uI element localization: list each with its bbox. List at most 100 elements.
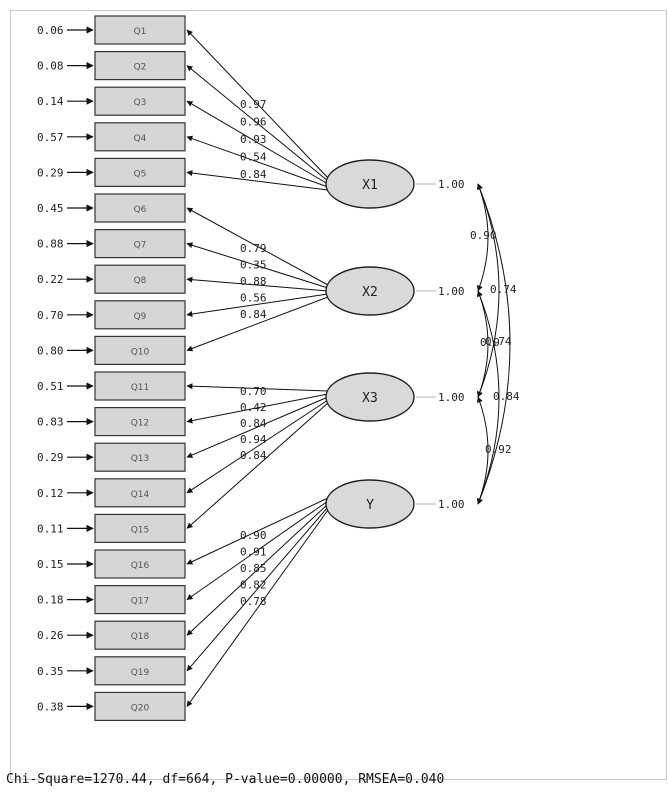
- factor-loading-label: 0.79: [240, 242, 267, 255]
- error-variance-label: 0.70: [37, 309, 64, 322]
- error-variance-label: 0.38: [37, 700, 64, 713]
- observed-variable-label: Q16: [131, 561, 150, 571]
- error-variance-label: 0.18: [37, 594, 64, 607]
- error-variance-label: 0.35: [37, 665, 64, 678]
- latent-variance-label: 1.00: [438, 498, 465, 511]
- latent-variable-label: X3: [362, 391, 378, 406]
- latent-variable-ellipse: [325, 372, 415, 422]
- observed-variable-label: Q17: [131, 597, 150, 607]
- loading-path: [186, 500, 329, 601]
- latent-variable-label: X2: [362, 285, 378, 300]
- observed-variable-label: Q15: [131, 525, 150, 535]
- factor-loading-label: 0.82: [240, 579, 267, 592]
- observed-variable-label: Q12: [131, 419, 150, 429]
- observed-variable-box: [94, 122, 186, 152]
- correlation-label: 0.9: [480, 336, 500, 349]
- loading-path: [186, 506, 329, 672]
- factor-loading-label: 0.54: [240, 151, 267, 164]
- loading-path: [186, 402, 329, 529]
- observed-variable-label: Q20: [131, 703, 150, 713]
- latent-variance-label: 1.00: [438, 391, 465, 404]
- correlation-arc: [477, 183, 500, 398]
- observed-variable-label: Q18: [131, 632, 150, 642]
- correlation-label: 0.90: [470, 229, 497, 242]
- observed-variable-box: [94, 335, 186, 365]
- error-variance-label: 0.51: [37, 380, 64, 393]
- factor-loading-label: 0.97: [240, 98, 267, 111]
- latent-variable-ellipse: [325, 159, 415, 209]
- factor-loading-label: 0.42: [240, 401, 267, 414]
- factor-loading-label: 0.90: [240, 529, 267, 542]
- observed-variable-box: [94, 300, 186, 330]
- correlation-label: 0.84: [493, 390, 520, 403]
- loading-path: [186, 393, 329, 424]
- observed-variable-label: Q5: [134, 169, 147, 179]
- diagram-frame: [10, 10, 667, 780]
- observed-variable-label: Q4: [134, 134, 147, 144]
- loading-path: [186, 65, 329, 182]
- observed-variable-box: [94, 691, 186, 722]
- loading-path: [186, 170, 329, 191]
- observed-variable-box: [94, 193, 186, 223]
- factor-loading-label: 0.78: [240, 595, 267, 608]
- factor-loading-label: 0.70: [240, 385, 267, 398]
- observed-variable-box: [94, 442, 186, 472]
- loading-path: [186, 207, 329, 286]
- observed-variable-box: [94, 229, 186, 259]
- loading-path: [186, 503, 329, 636]
- observed-variable-label: Q14: [131, 490, 150, 500]
- correlation-arc: [477, 183, 511, 505]
- observed-variable-box: [94, 513, 186, 544]
- observed-variable-box: [94, 50, 186, 81]
- factor-loading-label: 0.84: [240, 308, 267, 321]
- factor-loading-label: 0.96: [240, 116, 267, 129]
- observed-variable-label: Q6: [134, 205, 147, 215]
- error-variance-label: 0.29: [37, 451, 64, 464]
- loading-path: [186, 383, 329, 392]
- observed-variable-box: [94, 656, 186, 686]
- loading-path: [186, 399, 329, 494]
- observed-variable-box: [94, 478, 186, 508]
- error-variance-label: 0.08: [37, 60, 64, 73]
- observed-variable-box: [94, 157, 186, 187]
- observed-variable-label: Q1: [134, 27, 147, 37]
- fit-statistics: Chi-Square=1270.44, df=664, P-value=0.00…: [6, 772, 445, 787]
- factor-loading-label: 0.93: [240, 133, 267, 146]
- observed-variable-box: [94, 15, 186, 45]
- observed-variable-box: [94, 584, 186, 615]
- error-variance-label: 0.45: [37, 202, 64, 215]
- observed-variable-box: [94, 86, 186, 116]
- error-variance-label: 0.57: [37, 131, 64, 144]
- factor-loading-label: 0.91: [240, 546, 267, 559]
- observed-variable-label: Q11: [131, 383, 150, 393]
- observed-variable-box: [94, 264, 186, 294]
- latent-variance-label: 1.00: [438, 285, 465, 298]
- factor-loading-label: 0.84: [240, 449, 267, 462]
- latent-variable-ellipse: [325, 266, 415, 316]
- error-variance-label: 0.80: [37, 344, 64, 357]
- loading-path: [186, 497, 329, 565]
- loading-path: [186, 29, 329, 179]
- error-variance-label: 0.15: [37, 558, 64, 571]
- latent-variable-label: X1: [362, 178, 378, 193]
- error-variance-label: 0.83: [37, 416, 64, 429]
- factor-loading-label: 0.56: [240, 292, 267, 305]
- error-variance-label: 0.14: [37, 95, 64, 108]
- observed-variable-box: [94, 407, 186, 437]
- factor-loading-label: 0.88: [240, 275, 267, 288]
- loading-path: [186, 242, 329, 289]
- factor-loading-label: 0.85: [240, 562, 267, 575]
- error-variance-label: 0.29: [37, 166, 64, 179]
- error-variance-label: 0.06: [37, 24, 64, 37]
- factor-loading-label: 0.84: [240, 417, 267, 430]
- loading-path: [186, 296, 329, 352]
- error-variance-label: 0.12: [37, 487, 64, 500]
- loading-path: [186, 396, 329, 458]
- observed-variable-label: Q7: [134, 241, 147, 251]
- error-variance-label: 0.11: [37, 522, 64, 535]
- observed-variable-label: Q3: [134, 98, 147, 108]
- loading-path: [186, 135, 329, 188]
- latent-variance-label: 1.00: [438, 178, 465, 191]
